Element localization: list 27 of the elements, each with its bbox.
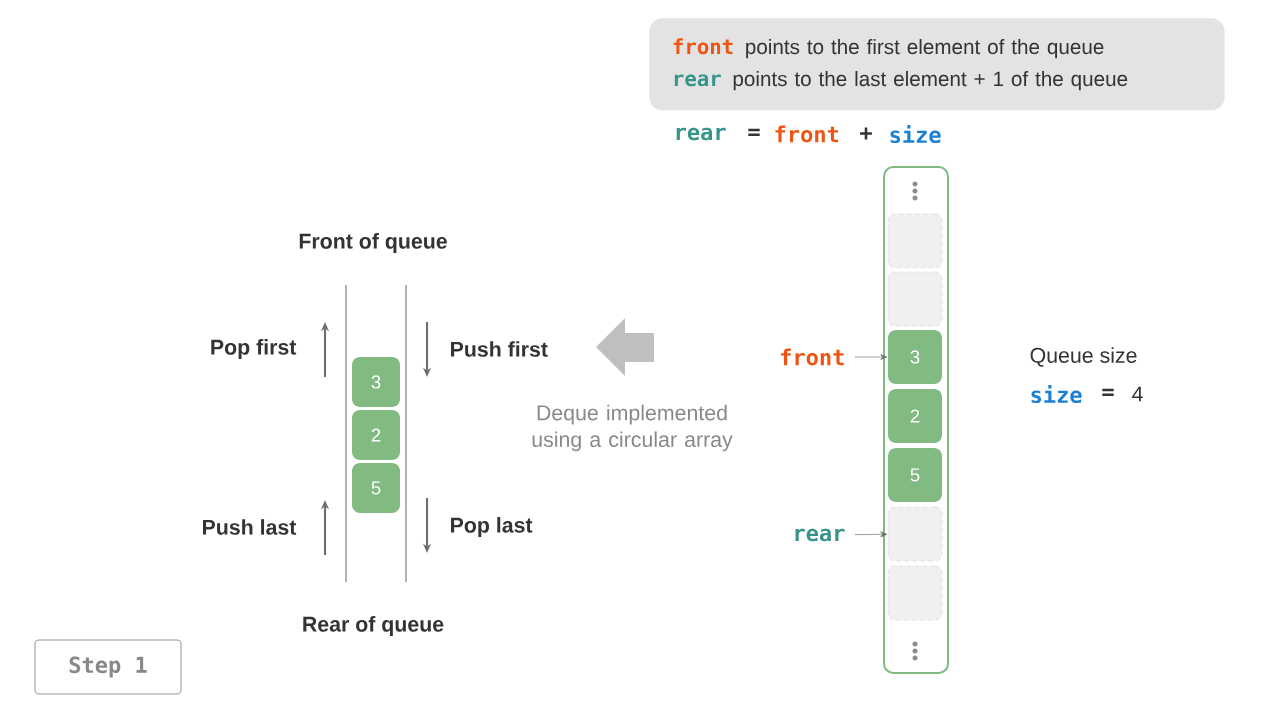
empty-slot: [887, 213, 943, 269]
element-box: 3: [888, 330, 942, 384]
empty-slot: [887, 565, 943, 621]
caption-text: Deque implemented using a circular array: [532, 404, 733, 452]
element-box: 5: [888, 448, 942, 502]
operator-text: =: [1102, 388, 1114, 397]
element-box: 5: [352, 463, 400, 513]
note-box: front points to the first element of the queue rear points to the last element + 1 of the queue: [649, 18, 1225, 111]
text-label: 4: [1132, 386, 1143, 402]
code-text: size: [1031, 384, 1082, 404]
element-box: 3: [352, 357, 400, 407]
empty-slot: [887, 271, 943, 327]
pointer-label: rear: [795, 528, 845, 542]
operation-label: Push first: [451, 341, 548, 357]
heading-label: Rear of queue: [303, 616, 444, 636]
empty-slot: [887, 506, 943, 562]
operation-label: Pop last: [451, 517, 533, 537]
pointer-label: front: [781, 348, 844, 366]
operation-label: Pop first: [211, 339, 297, 359]
heading-label: Front of queue: [299, 233, 447, 253]
element-box: 2: [352, 410, 400, 460]
text-label: Queue size: [1030, 347, 1137, 367]
pointer-arrow: [854, 354, 888, 360]
element-box: 2: [888, 389, 942, 443]
operation-label: Push last: [203, 519, 297, 535]
pointer-arrow: [854, 531, 888, 538]
step-button: Step 1: [34, 639, 182, 695]
